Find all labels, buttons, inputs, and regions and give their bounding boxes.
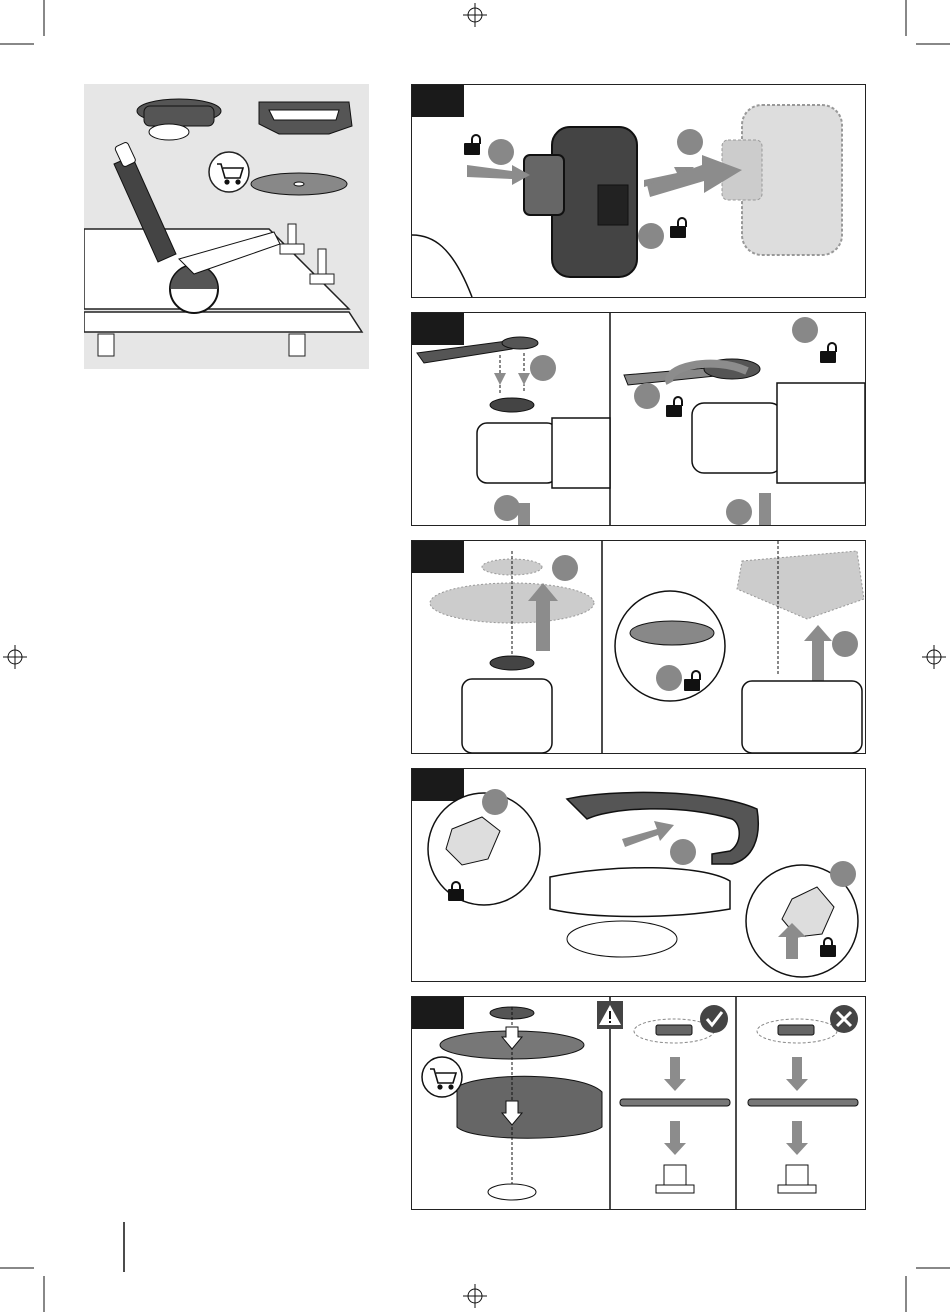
step-circle [530,355,556,381]
flange-orientation-panel [411,996,866,1210]
lock-open-icon [464,135,480,155]
step-circle [552,555,578,581]
lock-open-icon [670,218,686,238]
step-circle [656,665,682,691]
step-circle [634,383,660,409]
step-circle [670,839,696,865]
step-circle [726,499,752,525]
lock-open-icon [820,343,836,363]
step-circle [832,631,858,657]
step-circle [488,139,514,165]
spindle-lock-wrench-panel [411,312,866,526]
lock-open-icon [666,397,682,417]
lock-open-icon [684,671,700,691]
shopping-cart-icon [84,84,369,369]
overview-figure [84,84,369,369]
shopping-cart-icon [412,997,865,1209]
step-circle [482,789,508,815]
step-circle [494,495,520,521]
fit-cutting-guard-panel [411,768,866,982]
step-circle [677,129,703,155]
step-circle [792,317,818,343]
remove-guard-disc-panel [411,540,866,754]
battery-removal-panel [411,84,866,298]
step-circle [830,861,856,887]
lock-closed-icon [820,937,836,957]
lock-closed-icon [448,881,464,901]
step-circle [638,223,664,249]
